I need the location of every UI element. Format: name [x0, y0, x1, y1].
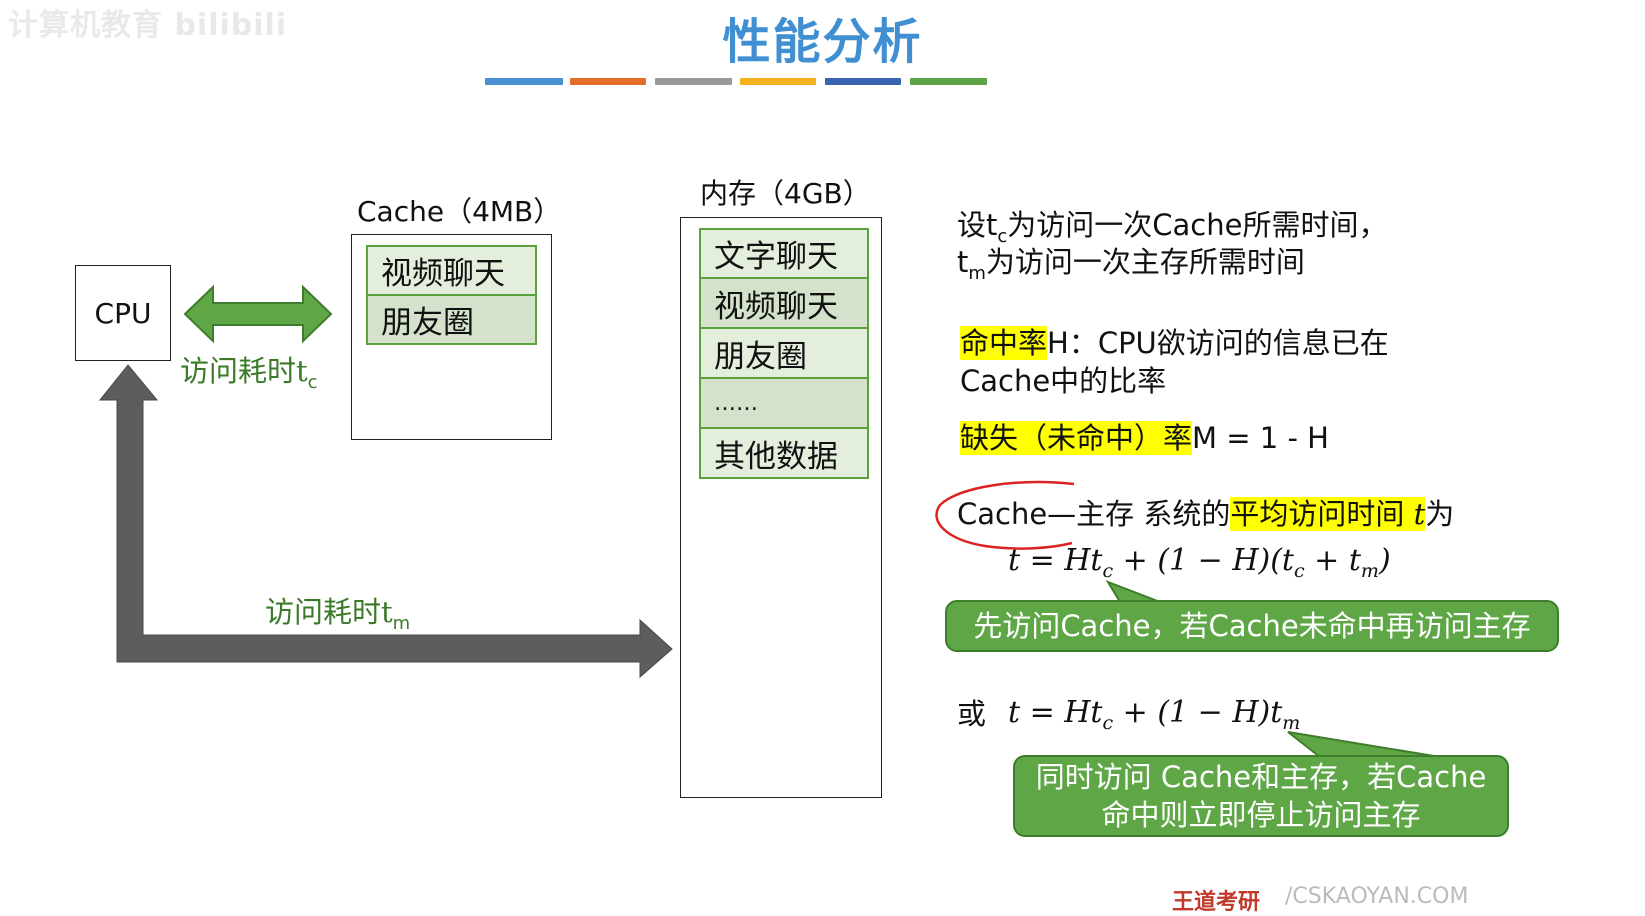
cache-item-video-chat: 视频聊天: [366, 245, 537, 296]
memory-access-text: 访问耗时: [265, 595, 382, 629]
memory-item-moments: 朋友圈: [699, 327, 869, 379]
cache-item-moments: 朋友圈: [366, 294, 537, 345]
cpu-box: CPU: [75, 265, 171, 361]
def-tm-line: tm为访问一次主存所需时间: [957, 243, 1305, 293]
footer-brand: 王道考研: [1172, 890, 1261, 915]
miss-rate-line: 缺失（未命中）率M = 1 - H: [960, 419, 1329, 457]
formula-serial-access: t = Htc + (1 − H)(tc + tm): [1008, 543, 1391, 582]
cache-access-text: 访问耗时: [180, 354, 297, 388]
avg-time-highlight: 平均访问时间 t: [1230, 497, 1426, 531]
hit-rate-line: 命中率H：CPU欲访问的信息已在: [960, 324, 1389, 362]
cache-access-var: t: [296, 354, 308, 388]
avg-time-var: t: [1413, 497, 1426, 531]
memory-item-other-data: 其他数据: [699, 427, 869, 479]
cpu-label: CPU: [94, 296, 152, 330]
or-label: 或: [957, 697, 987, 731]
hit-rate-highlight: 命中率: [960, 326, 1048, 360]
cache-access-time-label: 访问耗时tc: [180, 348, 318, 393]
miss-rate-rest: M = 1 - H: [1192, 421, 1329, 455]
color-bar-2: [570, 78, 646, 85]
watermark: 计算机教育 bilibili: [8, 8, 288, 43]
callout2-line2: 命中则立即停止访问主存: [1101, 798, 1421, 832]
callout2-line1: 同时访问 Cache和主存，若Cache: [1035, 760, 1487, 794]
cache-label: Cache（4MB）: [357, 195, 562, 228]
def-tc-post: 为访问一次Cache所需时间，: [1007, 208, 1388, 242]
memory-item-text-chat: 文字聊天: [699, 228, 869, 279]
def-tc-pre: 设t: [957, 208, 998, 242]
page-title: 性能分析: [722, 14, 923, 70]
color-bar-4: [740, 78, 816, 85]
memory-access-sub: m: [392, 612, 411, 634]
hit-rate-line2: Cache中的比率: [960, 364, 1167, 398]
memory-item-ellipsis: ……: [699, 377, 869, 429]
memory-box: 文字聊天 视频聊天 朋友圈 …… 其他数据: [680, 217, 882, 798]
color-bar-1: [485, 78, 563, 85]
hit-rate-rest: H：CPU欲访问的信息已在: [1047, 326, 1389, 360]
color-bar-6: [910, 78, 987, 85]
cpu-cache-arrow: [183, 284, 333, 344]
cache-access-sub: c: [307, 371, 318, 393]
callout-serial-access: 先访问Cache，若Cache未命中再访问主存: [945, 600, 1559, 652]
cpu-memory-arrow: [98, 364, 673, 679]
formula-parallel-access: t = Htc + (1 − H)tm: [1008, 695, 1301, 734]
avg-time-post: 为: [1425, 497, 1455, 531]
callout1-pointer: [1105, 580, 1161, 603]
color-bar-3: [655, 78, 732, 85]
red-annotation-circle: [935, 480, 1075, 550]
def-tm-pre: t: [957, 245, 969, 279]
def-tc-line: 设tc为访问一次Cache所需时间，: [957, 206, 1387, 256]
callout2-pointer: [1287, 731, 1441, 758]
def-tm-post: 为访问一次主存所需时间: [985, 245, 1305, 279]
def-tm-sub: m: [968, 262, 986, 284]
avg-time-hl-text: 平均访问时间: [1230, 497, 1405, 531]
avg-time-pre: Cache—主存 系统的: [957, 497, 1231, 531]
memory-access-time-label: 访问耗时tm: [265, 589, 410, 634]
def-tc-sub: c: [997, 225, 1008, 247]
cache-box: 视频聊天 朋友圈: [351, 234, 552, 440]
memory-item-video-chat: 视频聊天: [699, 277, 869, 329]
memory-access-var: t: [381, 595, 393, 629]
callout-parallel-access: 同时访问 Cache和主存，若Cache 命中则立即停止访问主存: [1013, 755, 1509, 837]
memory-label: 内存（4GB）: [700, 177, 871, 210]
miss-rate-highlight: 缺失（未命中）率: [960, 421, 1193, 455]
avg-time-line: Cache—主存 系统的平均访问时间 t为: [957, 495, 1454, 533]
color-bar-5: [825, 78, 901, 85]
footer-url: /CSKAOYAN.COM: [1285, 884, 1469, 909]
